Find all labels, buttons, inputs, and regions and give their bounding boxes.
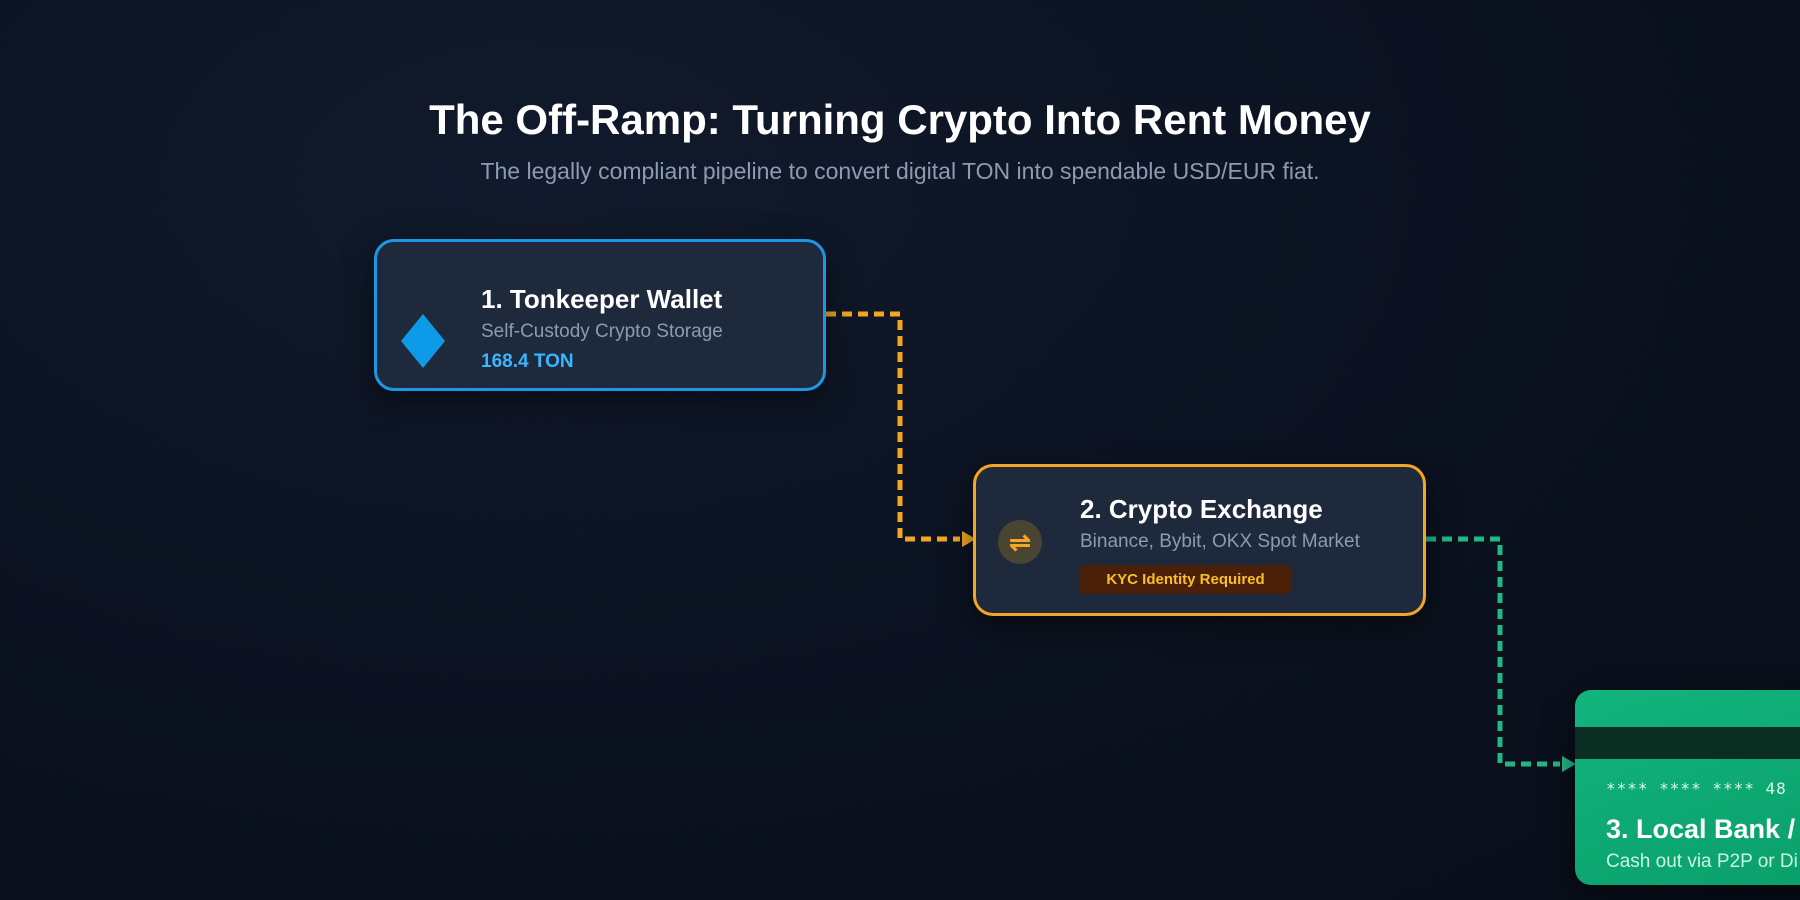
wallet-node[interactable]: 1. Tonkeeper Wallet Self-Custody Crypto …	[374, 239, 826, 391]
bank-card-node[interactable]: **** **** **** 48 3. Local Bank / Cash o…	[1575, 690, 1800, 885]
connector-wallet-to-exchange	[826, 311, 960, 542]
swap-icon: ⇌	[998, 520, 1042, 564]
card-number: **** **** **** 48	[1606, 779, 1787, 798]
connector-exchange-to-bank	[1426, 536, 1560, 767]
kyc-badge: KYC Identity Required	[1080, 565, 1291, 594]
exchange-subtitle: Binance, Bybit, OKX Spot Market	[1080, 531, 1360, 552]
wallet-subtitle: Self-Custody Crypto Storage	[481, 321, 723, 342]
arrow-head-to-bank	[1562, 756, 1576, 772]
exchange-node[interactable]: ⇌ 2. Crypto Exchange Binance, Bybit, OKX…	[973, 464, 1426, 616]
page-subtitle: The legally compliant pipeline to conver…	[480, 158, 1320, 184]
arrow-head-to-exchange	[962, 531, 976, 547]
card-stripe	[1575, 727, 1800, 759]
page-title: The Off-Ramp: Turning Crypto Into Rent M…	[429, 96, 1371, 143]
wallet-balance: 168.4 TON	[481, 351, 574, 372]
wallet-title: 1. Tonkeeper Wallet	[481, 284, 723, 314]
bank-title: 3. Local Bank /	[1606, 814, 1796, 844]
exchange-title: 2. Crypto Exchange	[1080, 494, 1323, 524]
bank-subtitle: Cash out via P2P or Di	[1606, 851, 1798, 872]
diamond-icon	[401, 314, 445, 368]
